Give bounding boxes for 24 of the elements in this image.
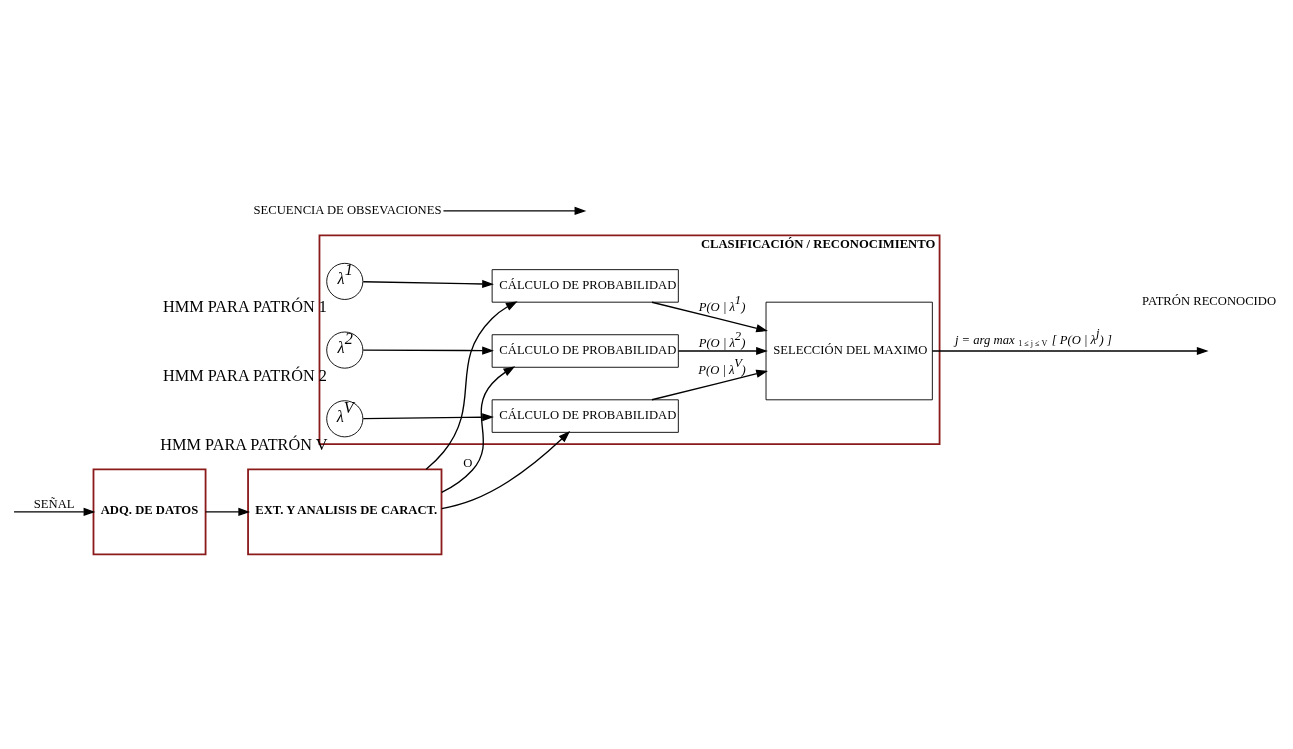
node-box: CÁLCULO DE PROBABILIDAD — [491, 399, 679, 433]
node-box: CÁLCULO DE PROBABILIDAD — [491, 269, 679, 303]
node-box: SELECCIÓN DEL MAXIMO — [765, 301, 933, 401]
node-label: HMM PARA PATRÓN 1 — [163, 298, 327, 317]
arrow — [651, 301, 768, 333]
arrow — [677, 346, 768, 356]
arrow — [441, 366, 516, 494]
arrow — [931, 346, 1209, 356]
edge-label: O — [463, 455, 473, 470]
arrow — [362, 346, 494, 355]
arrow — [651, 369, 768, 401]
node-box: EXT. Y ANALISIS DE CARACT. — [247, 468, 443, 556]
arrow — [362, 413, 494, 422]
node-box: CÁLCULO DE PROBABILIDAD — [491, 334, 679, 368]
arrow — [362, 279, 494, 289]
arrow — [442, 206, 587, 215]
node-box: ADQ. DE DATOS — [92, 468, 207, 556]
arrow — [13, 507, 96, 516]
edge-label: SEÑAL — [33, 497, 75, 512]
label: PATRÓN RECONOCIDO — [1142, 293, 1277, 308]
arrow — [425, 301, 518, 470]
arrow — [441, 431, 571, 510]
node-text: SECUENCIA DE OBSEVACIONES — [253, 203, 442, 218]
arrow — [204, 507, 251, 516]
